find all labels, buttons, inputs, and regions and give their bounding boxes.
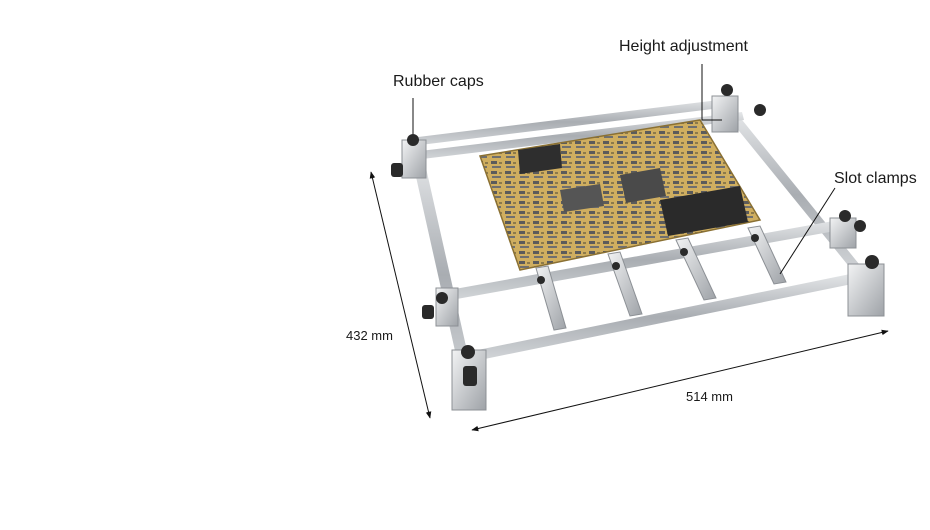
rubber-cap-knob	[436, 292, 448, 304]
rubber-cap-knob	[461, 345, 475, 359]
slot-clamps	[535, 225, 787, 331]
rubber-cap-knob	[407, 134, 419, 146]
dimension-arrows	[369, 171, 889, 432]
slot-clamps-leader	[779, 187, 836, 275]
corner-block-front-right	[847, 255, 885, 317]
rubber-caps-label: Rubber caps	[393, 73, 484, 90]
slot-clamp	[607, 251, 643, 317]
screw-knob	[854, 220, 866, 232]
callout-lines	[412, 64, 836, 275]
slot-clamp	[675, 237, 717, 301]
screw-knob	[463, 366, 477, 386]
corner-block-back-left	[391, 134, 427, 179]
height-adjustment-label: Height adjustment	[619, 38, 748, 55]
corner-block-front-left	[451, 345, 487, 411]
back-rail-1	[410, 98, 737, 146]
height-adjustment-leader	[701, 64, 722, 121]
slot-clamp	[747, 225, 787, 285]
screw-knob	[391, 163, 403, 177]
depth-dimension-arrow	[369, 171, 432, 419]
rubber-cap-knob	[839, 210, 851, 222]
corner-block-mid-left	[422, 287, 459, 327]
corner-block-back-right	[711, 84, 766, 133]
rubber-cap-knob	[721, 84, 733, 96]
corner-block-mid-right	[829, 210, 866, 249]
rubber-cap-knob	[865, 255, 879, 269]
back-rail-2	[412, 112, 744, 160]
depth-dimension-label: 432 mm	[346, 328, 393, 343]
circuit-board	[478, 119, 762, 271]
screw-knob	[422, 305, 434, 319]
slot-clamps-label: Slot clamps	[834, 170, 917, 187]
width-dimension-arrow	[471, 329, 889, 432]
slot-clamp	[535, 265, 567, 331]
screw-knob	[754, 104, 766, 116]
width-dimension-label: 514 mm	[686, 389, 733, 404]
